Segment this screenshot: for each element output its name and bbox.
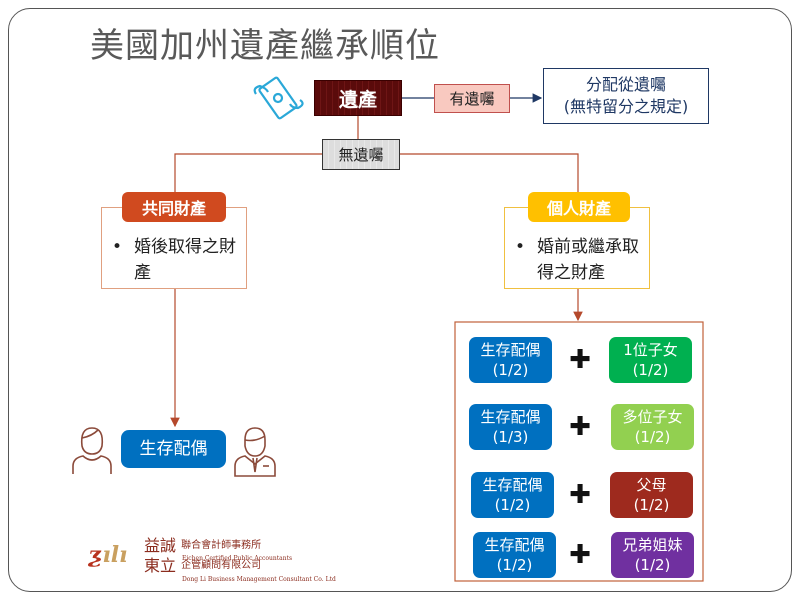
separate-property-badge: 個人財產 (528, 192, 630, 222)
other-heir-label: 父母 (636, 476, 667, 494)
heir-row-other: 父母 (1/2) (610, 472, 693, 518)
other-heir-share: (1/2) (633, 496, 670, 514)
separate-heirs-group (454, 321, 704, 582)
other-heir-share: (1/2) (634, 556, 671, 574)
bullet: • (112, 237, 123, 257)
male-person-icon (232, 424, 278, 482)
line-right-branch (400, 153, 579, 196)
other-heir-label: 多位子女 (622, 408, 683, 426)
separate-property-desc: 婚前或繼承取得之財產 (537, 237, 639, 283)
logo-line1: 聯合會計師事務所 (181, 540, 262, 551)
spouse-label: 生存配偶 (480, 341, 541, 359)
heir-row-other: 多位子女 (1/2) (611, 404, 694, 450)
spouse-label: 生存配偶 (480, 408, 541, 426)
heir-row-spouse: 生存配偶 (1/2) (473, 532, 556, 578)
female-person-icon (70, 424, 114, 480)
will-result-line1: 分配從遺囑 (585, 75, 666, 94)
spouse-label: 生存配偶 (482, 476, 543, 494)
plus-icon: ✚ (569, 480, 591, 510)
spouse-share: (1/2) (496, 556, 533, 574)
community-property-badge: 共同財產 (122, 192, 226, 222)
with-will-label: 有遺囑 (434, 84, 510, 113)
bullet: • (515, 237, 526, 257)
no-will-label: 無遺囑 (322, 139, 400, 170)
heir-row-spouse: 生存配偶 (1/2) (469, 337, 552, 383)
logo-line2-en: Dong Li Business Management Consultant C… (182, 576, 336, 583)
other-heir-share: (1/2) (632, 361, 669, 379)
other-heir-label: 兄弟姐妹 (622, 536, 683, 554)
plus-icon: ✚ (569, 412, 591, 442)
spouse-label: 生存配偶 (484, 536, 545, 554)
community-heir-spouse: 生存配偶 (121, 430, 226, 468)
logo-name2: 東立 (144, 556, 177, 575)
will-result-box: 分配從遺囑 (無特留分之規定) (543, 68, 709, 124)
community-property-desc: 婚後取得之財產 (134, 237, 236, 283)
logo-mark: ƺılı (88, 542, 128, 568)
spouse-share: (1/2) (494, 496, 531, 514)
heir-row-other: 1位子女 (1/2) (609, 337, 692, 383)
separate-property-box: • 婚前或繼承取得之財產 (504, 207, 650, 289)
other-heir-share: (1/2) (634, 428, 671, 446)
spouse-share: (1/3) (492, 428, 529, 446)
spouse-share: (1/2) (492, 361, 529, 379)
plus-icon: ✚ (569, 540, 591, 570)
line-left-branch (174, 153, 322, 196)
plus-icon: ✚ (569, 345, 591, 375)
slide-frame (8, 8, 792, 592)
page-title: 美國加州遺產繼承順位 (90, 26, 440, 66)
estate-node: 遺產 (314, 80, 402, 116)
flying-money-icon (250, 70, 306, 130)
heir-row-other: 兄弟姐妹 (1/2) (611, 532, 694, 578)
logo-name1: 益誠 (144, 536, 177, 555)
other-heir-label: 1位子女 (623, 341, 678, 359)
will-result-line2: (無特留分之規定) (563, 97, 689, 116)
logo-line1-en: Eichen Certified Public Accountants (182, 555, 293, 562)
heir-row-spouse: 生存配偶 (1/2) (471, 472, 554, 518)
heir-row-spouse: 生存配偶 (1/3) (469, 404, 552, 450)
logo-line2: 企管顧問有限公司 (181, 560, 262, 571)
